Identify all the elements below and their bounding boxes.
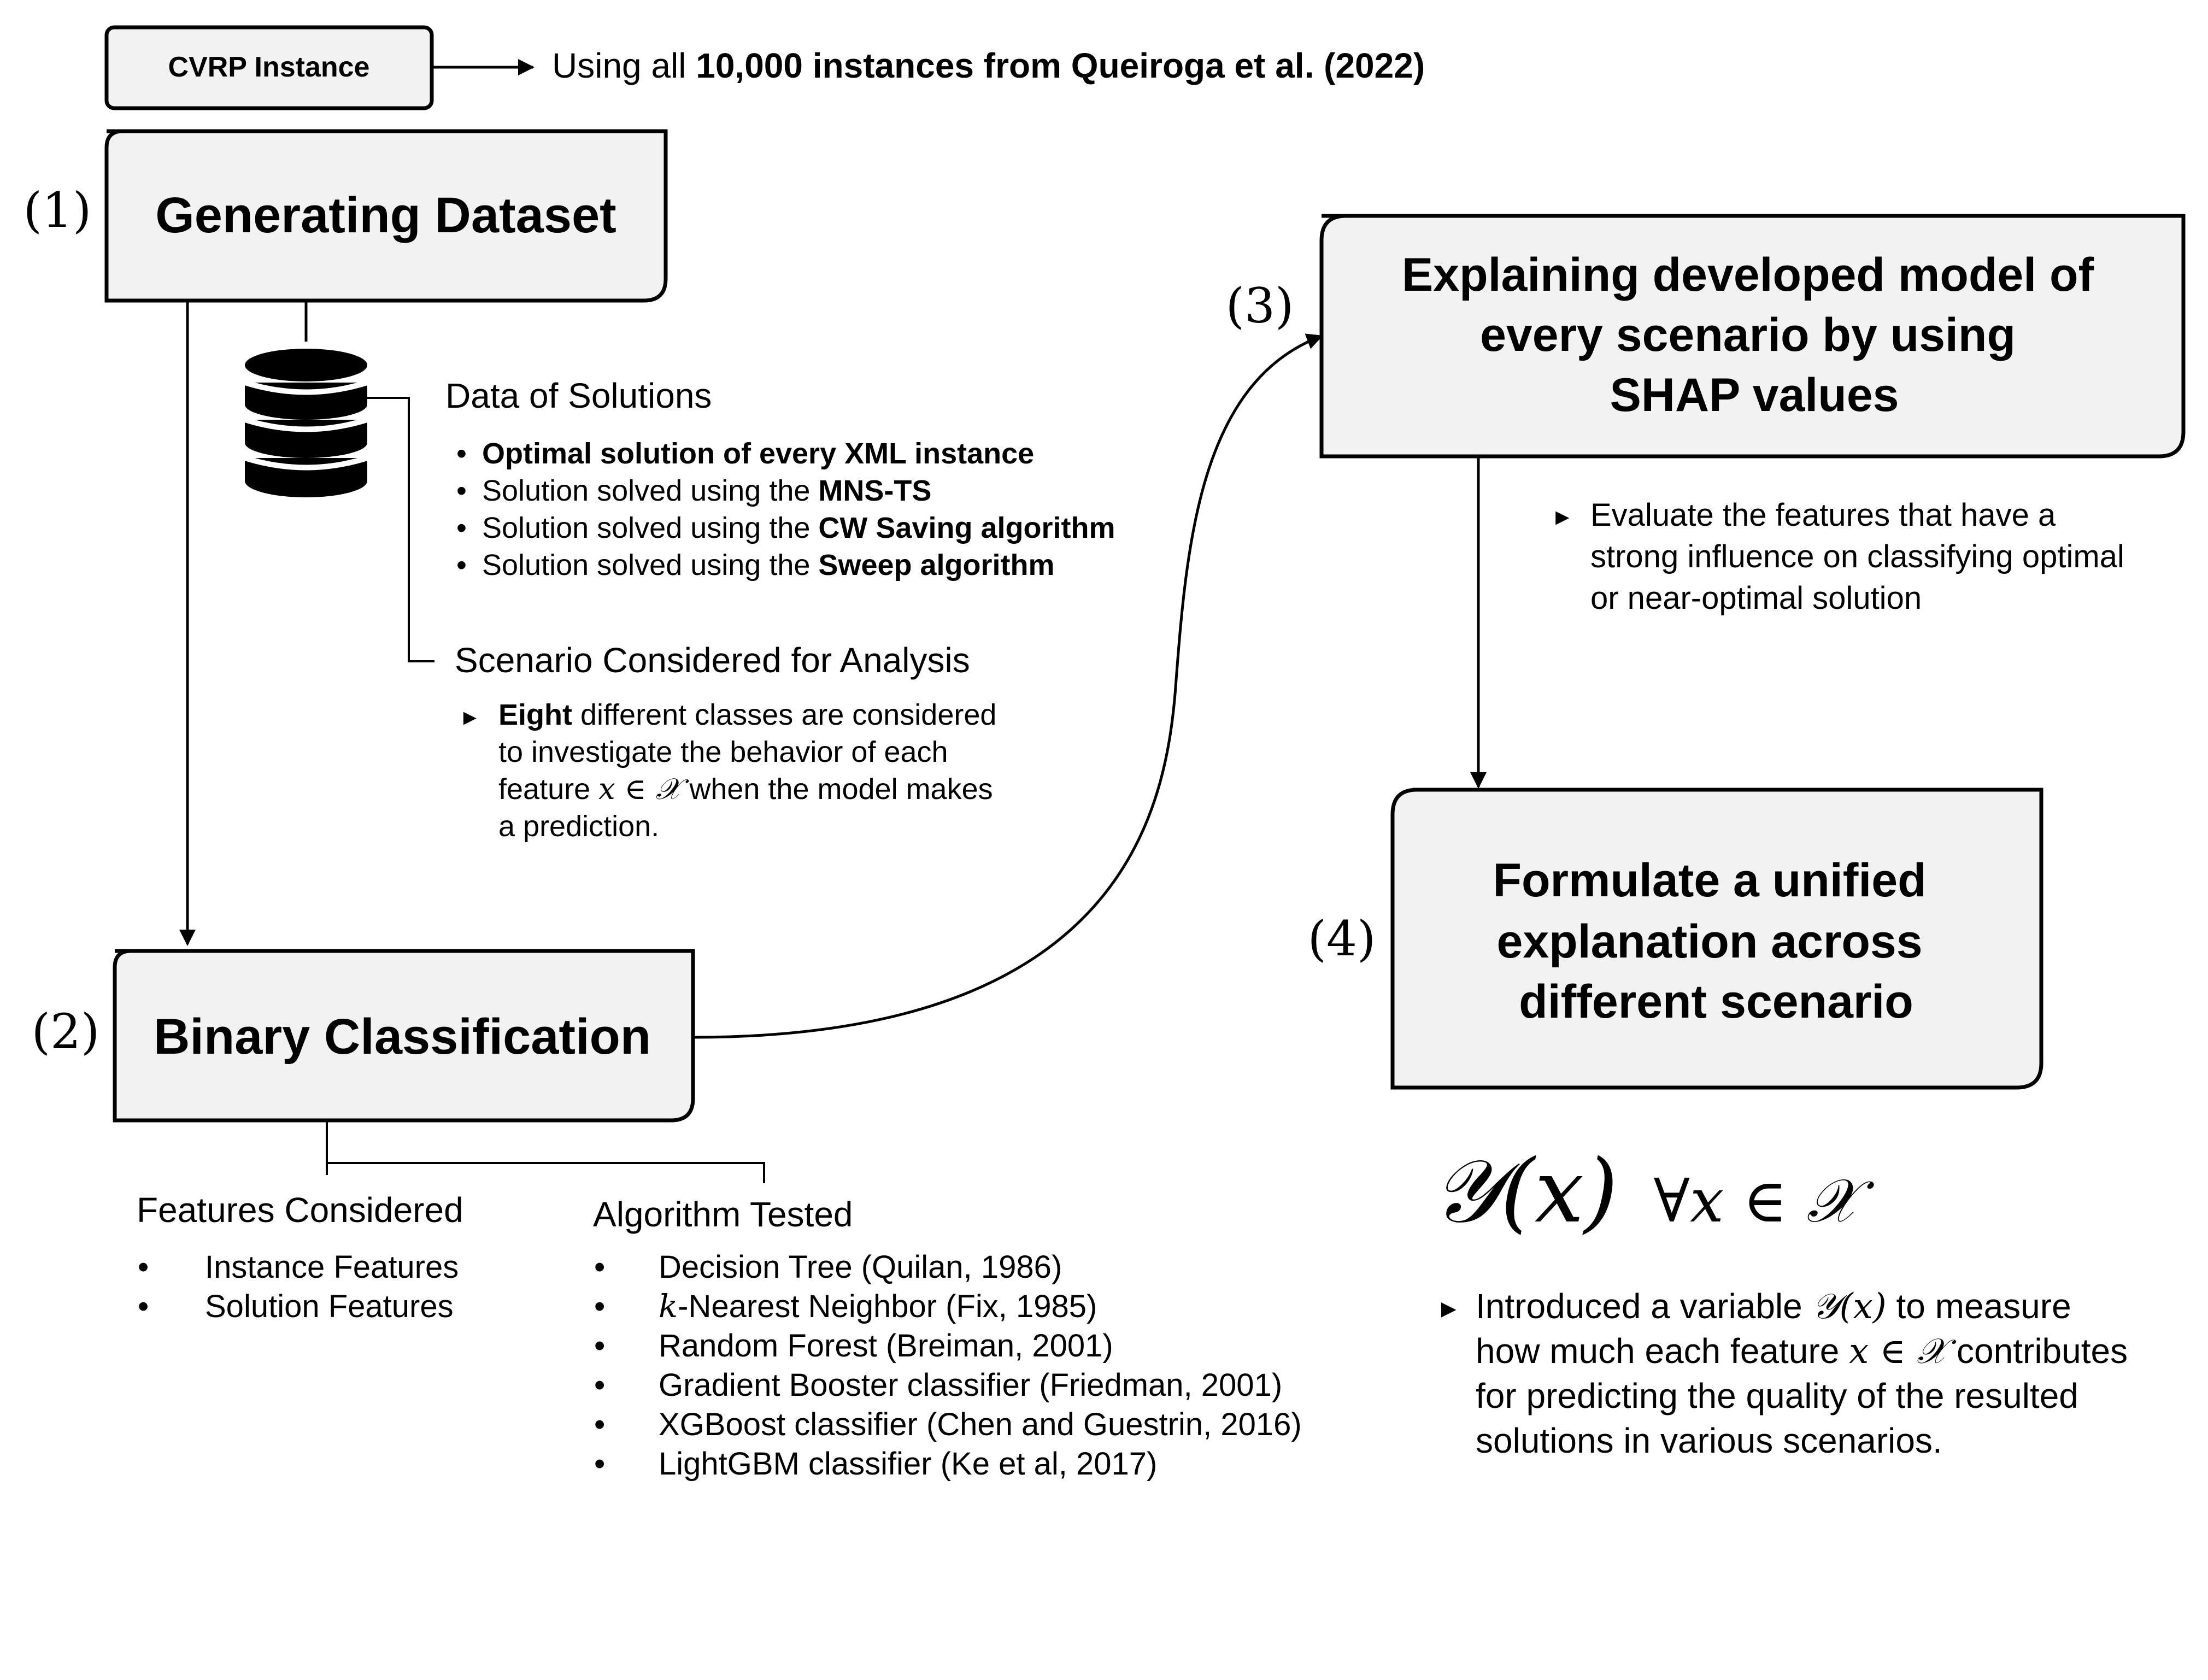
algorithms-item: Gradient Booster classifier (Friedman, 2… — [659, 1367, 1282, 1403]
features-bullet: • — [138, 1249, 149, 1285]
data-solutions-item: Solution solved using the MNS-TS — [482, 474, 931, 507]
cvrp-instance-label: CVRP Instance — [168, 51, 370, 83]
step2-to-step3-arrow — [692, 333, 1323, 1039]
data-solutions-bullet: • — [456, 512, 467, 544]
step3-node: Explaining developed model of every scen… — [1319, 214, 2186, 459]
step4-box — [1390, 788, 2043, 1090]
features-item: Instance Features — [205, 1249, 459, 1285]
step2-title: Binary Classification — [154, 1009, 651, 1065]
algorithms-bullet: • — [594, 1407, 605, 1442]
features-item: Solution Features — [205, 1289, 454, 1324]
scenario-line: feature x ∈ 𝒳 when the model makes — [498, 772, 993, 806]
step4-title-line: Formulate a unified — [1493, 854, 1926, 907]
step2-node: Binary Classification — [113, 949, 695, 1123]
data-solutions-bullet: • — [456, 437, 467, 470]
algorithms-bullet: • — [594, 1249, 605, 1285]
data-solutions-item: Optimal solution of every XML instance — [482, 437, 1034, 470]
data-solutions-list: • Optimal solution of every XML instance… — [456, 437, 1115, 581]
evaluate-line: strong influence on classifying optimal — [1590, 539, 2124, 574]
evaluate-triangle: ► — [1551, 504, 1574, 530]
evaluate-line: or near-optimal solution — [1590, 580, 1922, 616]
step1-number: (1) — [24, 182, 92, 238]
step2-bracket — [326, 1120, 765, 1183]
cvrp-note: Using all 10,000 instances from Queiroga… — [552, 46, 1425, 85]
step4-title-line: different scenario — [1519, 976, 1913, 1028]
features-bullet: • — [138, 1289, 149, 1324]
scenario-text: ► Eight different classes are considered… — [459, 698, 996, 843]
algorithms-item: k-Nearest Neighbor (Fix, 1985) — [659, 1288, 1097, 1325]
data-solutions-bullet: • — [456, 474, 467, 507]
step2-number: (2) — [32, 1003, 100, 1060]
evaluate-text: ► Evaluate the features that have a stro… — [1551, 497, 2124, 616]
intro-line: Introduced a variable 𝒴(x) to measure — [1476, 1287, 2071, 1327]
algorithms-item: Decision Tree (Quilan, 1986) — [659, 1249, 1062, 1285]
database-icon — [244, 349, 368, 497]
data-solutions-item: Solution solved using the CW Saving algo… — [482, 512, 1115, 544]
intro-line: how much each feature x ∈ 𝒳 contributes — [1476, 1331, 2128, 1372]
step3-title: Explaining developed model of every scen… — [1402, 249, 2107, 421]
step3-box — [1319, 214, 2186, 459]
db-bracket — [367, 397, 434, 662]
features-heading: Features Considered — [137, 1190, 463, 1230]
formula-main: 𝒴(x) — [1432, 1140, 1618, 1242]
cvrp-instance-node: CVRP Instance — [104, 25, 434, 110]
algorithms-bullet: • — [594, 1367, 605, 1403]
step4-title: Formulate a unified explanation across d… — [1493, 854, 1939, 1028]
algorithms-item: XGBoost classifier (Chen and Guestrin, 2… — [659, 1407, 1302, 1442]
intro-line: solutions in various scenarios. — [1476, 1421, 1942, 1460]
step4-title-line: explanation across — [1497, 915, 1923, 968]
intro-text: ► Introduced a variable 𝒴(x) to measure … — [1436, 1287, 2128, 1460]
step3-title-line: SHAP values — [1610, 369, 1899, 421]
algorithms-item: LightGBM classifier (Ke et al, 2017) — [659, 1446, 1157, 1482]
step4-node: Formulate a unified explanation across d… — [1390, 788, 2043, 1090]
step1-box — [104, 129, 668, 303]
data-solutions-item: Solution solved using the Sweep algorith… — [482, 549, 1055, 581]
step4-number: (4) — [1308, 911, 1376, 967]
step3-number: (3) — [1226, 278, 1294, 334]
formula: 𝒴(x) ∀x ∈ 𝒳 — [1432, 1140, 1874, 1242]
algorithms-bullet: • — [594, 1446, 605, 1482]
scenario-heading: Scenario Considered for Analysis — [455, 641, 970, 680]
evaluate-line: Evaluate the features that have a — [1590, 497, 2056, 533]
data-solutions-heading: Data of Solutions — [445, 376, 712, 415]
step1-node: Generating Dataset — [104, 129, 668, 303]
intro-triangle: ► — [1436, 1294, 1461, 1323]
intro-line: for predicting the quality of the result… — [1476, 1376, 2078, 1415]
step3-title-line: Explaining developed model of — [1402, 249, 2094, 301]
scenario-line: Eight different classes are considered — [498, 698, 996, 731]
step1-title: Generating Dataset — [155, 187, 616, 243]
algorithms-list: • Decision Tree (Quilan, 1986) • k-Neare… — [594, 1249, 1302, 1482]
features-list: • Instance Features • Solution Features — [138, 1249, 459, 1324]
algorithms-item: Random Forest (Breiman, 2001) — [659, 1328, 1113, 1364]
data-solutions-bullet: • — [456, 549, 467, 581]
step3-title-line: every scenario by using — [1480, 309, 2016, 361]
scenario-line: a prediction. — [498, 810, 659, 843]
scenario-line: to investigate the behavior of each — [498, 736, 948, 768]
algorithms-heading: Algorithm Tested — [593, 1195, 853, 1234]
formula-rest: ∀x ∈ 𝒳 — [1654, 1166, 1875, 1236]
algorithms-bullet: • — [594, 1328, 605, 1364]
algorithms-bullet: • — [594, 1289, 605, 1324]
scenario-triangle: ► — [459, 706, 481, 730]
step2-box — [113, 949, 695, 1123]
